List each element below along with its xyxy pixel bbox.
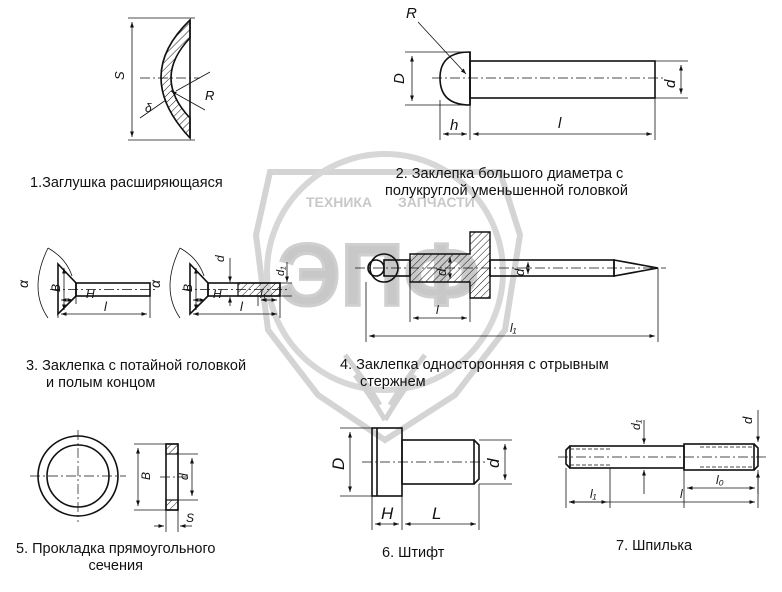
part-1-caption: 1.Заглушка расширяющаяся bbox=[30, 175, 223, 192]
part-7-caption: 7. Шпилька bbox=[616, 538, 692, 555]
part-3-dim-b-2: B bbox=[181, 284, 195, 292]
part-4-dim-l1: l₁ bbox=[510, 321, 517, 335]
part-3-dim-alpha: α bbox=[15, 279, 31, 288]
part-2-caption-line-1: 2. Заклепка большого диаметра с bbox=[395, 166, 624, 182]
part-4-dim-d-2: d bbox=[512, 268, 527, 276]
part-6-caption: 6. Штифт bbox=[382, 545, 444, 562]
part-1-dim-s: S bbox=[112, 71, 127, 80]
part-5-dim-s: S bbox=[186, 511, 194, 525]
part-4-caption-line-1: 4. Заклепка односторонняя с отрывным bbox=[340, 357, 609, 373]
part-3-rivet-drawing bbox=[37, 247, 292, 319]
part-7-dim-d: d bbox=[740, 416, 755, 424]
part-6-dim-d: d bbox=[484, 458, 503, 468]
part-3-dim-alpha-2: α bbox=[147, 279, 163, 288]
part-5-dim-d: d bbox=[177, 473, 191, 480]
part-4-rivet-drawing bbox=[355, 231, 666, 342]
part-1-plug-drawing bbox=[128, 17, 211, 141]
part-5-caption-line-2: сечения bbox=[88, 558, 143, 574]
part-7-stud-drawing bbox=[558, 410, 768, 508]
part-3-caption-line-1: 3. Заклепка с потайной головкой bbox=[26, 358, 247, 374]
part-6-dim-d-head: D bbox=[329, 458, 348, 470]
part-6-caption-line: 6. Штифт bbox=[382, 545, 445, 561]
part-3-caption: 3. Заклепка с потайной головкой и полым … bbox=[26, 358, 246, 392]
part-4-dim-d: d bbox=[434, 268, 449, 276]
part-3-caption-line-2: и полым концом bbox=[46, 375, 156, 391]
part-2-dim-d-head: D bbox=[391, 73, 408, 84]
watermark-sub: ЗАПЧАСТИ bbox=[398, 194, 475, 210]
part-2-rivet-drawing bbox=[405, 21, 688, 140]
part-7-dim-l0: l₀ bbox=[716, 473, 724, 487]
part-3-dim-h: H bbox=[86, 287, 95, 301]
part-3-dim-l: l bbox=[104, 299, 108, 314]
part-3-dim-l-2: l bbox=[240, 299, 244, 314]
part-6-dim-l: L bbox=[432, 504, 441, 523]
part-6-pin-drawing bbox=[340, 427, 512, 530]
part-6-dim-h: H bbox=[381, 504, 394, 523]
part-7-dim-d1: d₁ bbox=[629, 419, 643, 430]
part-5-dim-b: B bbox=[139, 472, 153, 480]
watermark-wheat-icon bbox=[343, 353, 427, 422]
part-3-dim-h-2: H bbox=[213, 287, 222, 301]
part-1-dim-r: R bbox=[205, 88, 214, 103]
part-2-dim-h: h bbox=[450, 117, 458, 134]
part-2-dim-l: l bbox=[558, 115, 562, 132]
part-4-dim-l: l bbox=[436, 303, 439, 317]
part-5-caption: 5. Прокладка прямоугольного сечения bbox=[16, 541, 215, 575]
part-2-caption-line-2: полукруглой уменьшенной головкой bbox=[385, 183, 628, 199]
watermark-brand: ТЕХНИКА bbox=[306, 194, 372, 210]
part-5-gasket-drawing bbox=[30, 430, 198, 532]
part-4-caption: 4. Заклепка односторонняя с отрывным сте… bbox=[340, 357, 609, 391]
part-3-dim-l1: l₁ bbox=[260, 289, 266, 301]
part-7-dim-l: l bbox=[680, 487, 683, 501]
part-1-dim-delta: δ bbox=[145, 101, 152, 115]
part-5-caption-line-1: 5. Прокладка прямоугольного bbox=[16, 541, 216, 557]
part-4-caption-line-2: стержнем bbox=[360, 374, 426, 390]
part-7-caption-line: 7. Шпилька bbox=[616, 538, 693, 554]
part-3-dim-d1: d₁ bbox=[275, 266, 287, 276]
part-2-dim-r: R bbox=[406, 5, 417, 22]
part-3-dim-d: d bbox=[213, 255, 227, 262]
part-1-caption-line: 1.Заглушка расширяющаяся bbox=[30, 175, 223, 191]
part-2-caption: 2. Заклепка большого диаметра с полукруг… bbox=[385, 166, 628, 200]
part-3-dim-b: B bbox=[49, 284, 63, 292]
part-7-dim-l1: l₁ bbox=[590, 487, 597, 501]
part-2-dim-d: d bbox=[662, 79, 679, 88]
